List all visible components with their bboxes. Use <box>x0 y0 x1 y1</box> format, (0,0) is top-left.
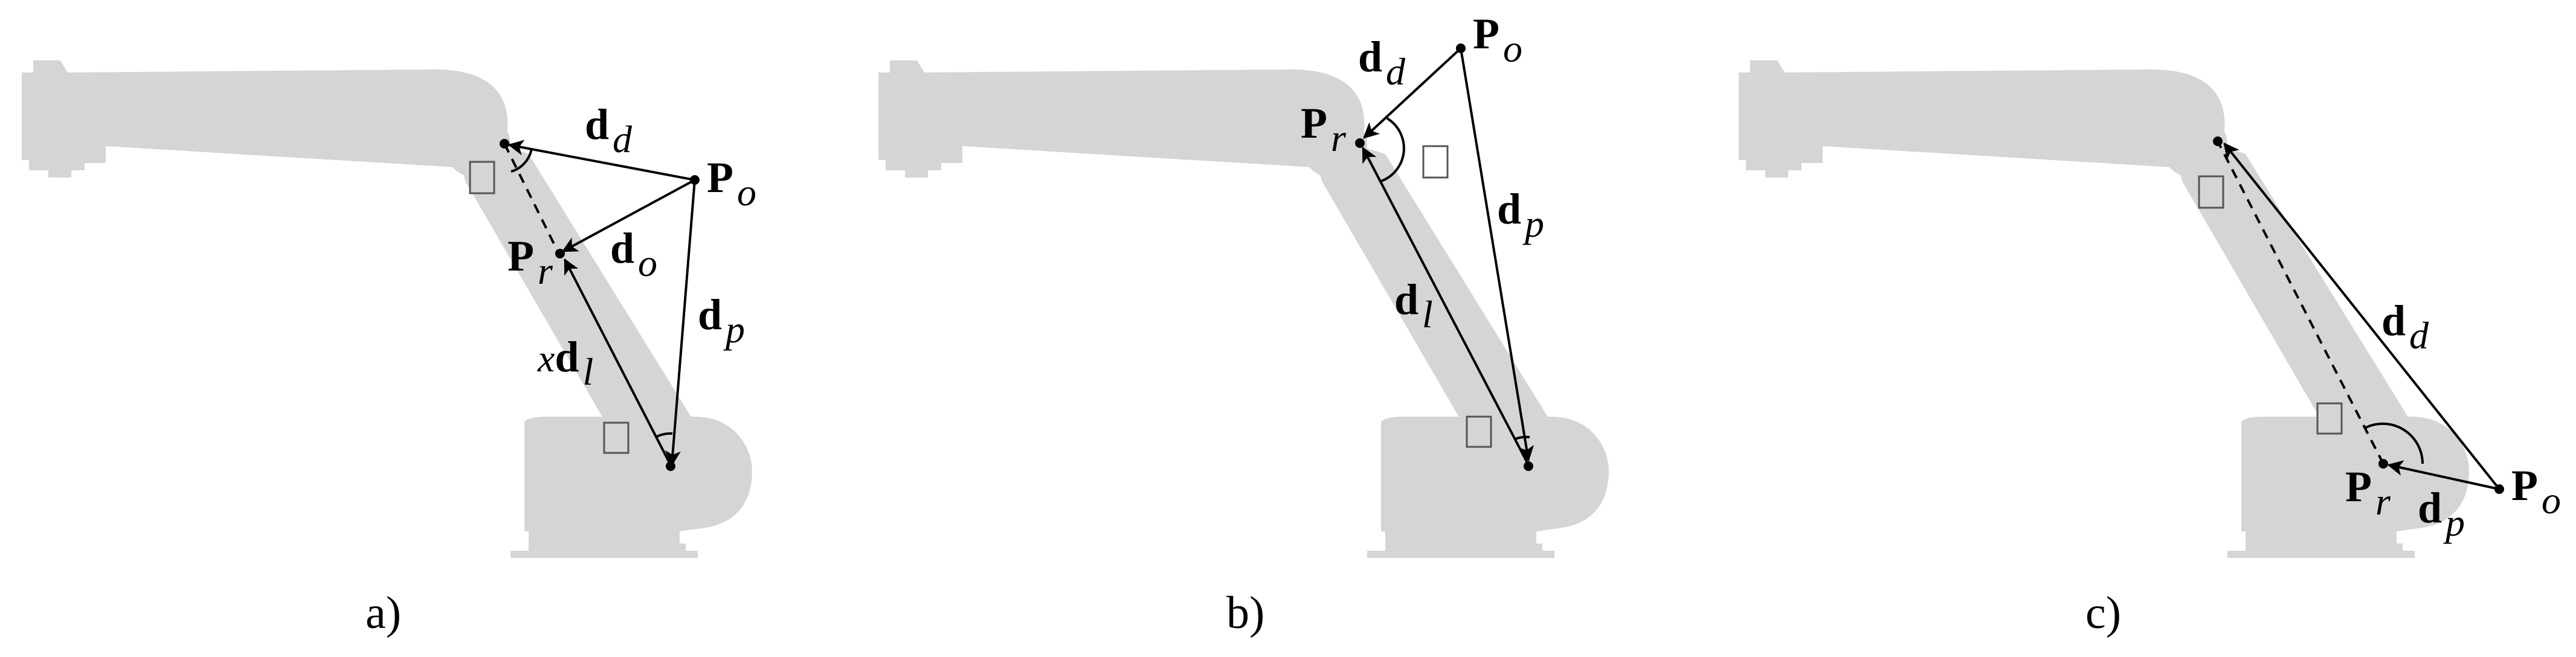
label-p-r: Pr <box>1301 99 1347 159</box>
label-d-p: dp <box>2418 484 2465 544</box>
point-base <box>666 461 675 471</box>
label-d-o: do <box>610 224 657 284</box>
robot-arm-silhouette <box>22 60 752 558</box>
angle-arc <box>1380 117 1405 182</box>
vector-d-d <box>2223 142 2500 490</box>
label-p-o: Po <box>2511 461 2561 522</box>
point-base <box>1524 461 1533 471</box>
caption-b: b) <box>1226 588 1264 638</box>
vector-d-p <box>1460 48 1534 462</box>
panel-c: dd Pr dp Po c) <box>1739 60 2561 638</box>
angle-arc <box>656 432 673 438</box>
angle-arc <box>510 148 533 173</box>
point-p-r <box>555 249 565 258</box>
vector-d-p <box>665 179 696 467</box>
marker-square <box>2198 175 2224 209</box>
point-p-d <box>500 139 509 149</box>
marker-square <box>1422 145 1449 179</box>
label-d-d: dd <box>1358 33 1406 93</box>
angle-arc <box>2365 422 2424 464</box>
caption-c: c) <box>2085 588 2121 638</box>
point-p-o <box>690 175 700 185</box>
vector-xd-l <box>564 258 672 466</box>
label-d-l: dl <box>1394 275 1433 336</box>
angle-arc <box>1515 435 1530 440</box>
label-p-r: Pr <box>507 232 553 292</box>
point-p-r <box>2378 459 2388 469</box>
marker-square <box>603 421 630 454</box>
vector-d-p <box>2387 460 2500 490</box>
dashed-reference-line <box>2217 142 2384 464</box>
label-d-d: dd <box>2381 296 2429 357</box>
label-d-d: dd <box>585 100 633 161</box>
label-d-p: dp <box>1497 185 1544 245</box>
vector-d-o <box>561 179 695 252</box>
label-xd-l: xdl <box>537 333 593 393</box>
marker-square <box>2316 402 2343 435</box>
vector-d-l <box>1362 146 1530 466</box>
label-p-r: Pr <box>2345 463 2391 523</box>
point-p-d <box>2213 136 2223 146</box>
label-d-p: dp <box>698 290 745 351</box>
caption-a: a) <box>365 588 401 638</box>
robot-arm-silhouette <box>878 60 1609 558</box>
panel-b: dd Po Pr dp dl b) <box>878 10 1609 638</box>
point-p-r <box>1355 138 1365 148</box>
point-p-o <box>1456 43 1466 53</box>
label-p-o: Po <box>707 153 756 214</box>
marker-square <box>469 161 495 194</box>
panel-a: dd Po Pr do dp xdl a) <box>22 60 756 638</box>
marker-square <box>1466 415 1492 448</box>
dashed-reference-line <box>503 143 560 254</box>
label-p-o: Po <box>1473 10 1522 70</box>
point-p-o <box>2494 484 2504 494</box>
vector-d-d <box>1363 47 1462 139</box>
vector-d-d <box>507 139 695 181</box>
